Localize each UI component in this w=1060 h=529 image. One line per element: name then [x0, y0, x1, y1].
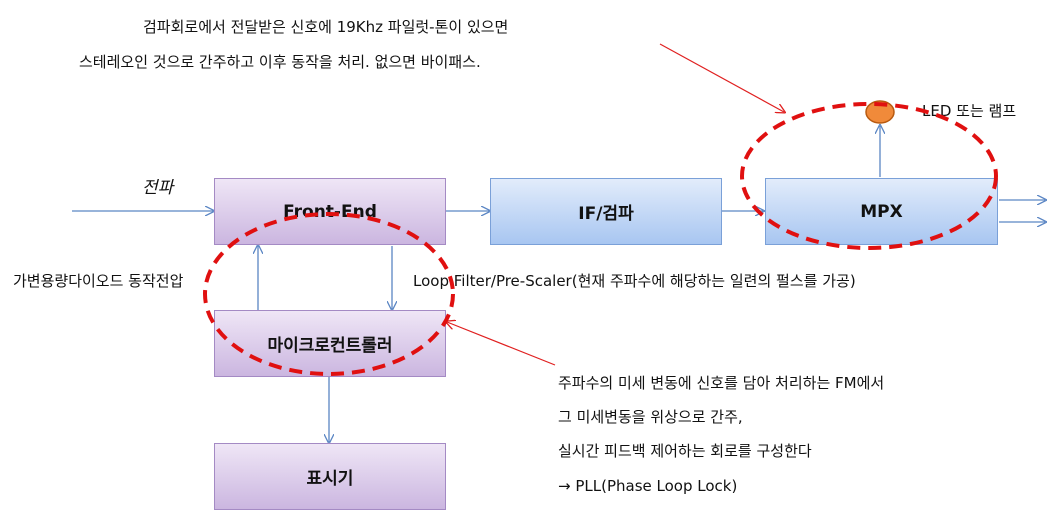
display-block: 표시기 — [214, 443, 446, 510]
pll-note-line4: → PLL(Phase Loop Lock) — [558, 477, 738, 495]
varactor-voltage-label: 가변용량다이오드 동작전압 — [13, 272, 184, 290]
pll-note-line2: 그 미세변동을 위상으로 간주, — [558, 408, 743, 426]
loop-filter-label: Loop Filter/Pre-Scaler(현재 주파수에 해당하는 일련의 … — [413, 272, 856, 290]
if-detector-block: IF/검파 — [490, 178, 722, 245]
front-end-block: Front-End — [214, 178, 446, 245]
stereo-callout-line — [659, 43, 784, 112]
microcontroller-label: 마이크로컨트롤러 — [267, 336, 393, 356]
if-detector-label: IF/검파 — [578, 204, 634, 224]
led-label: LED 또는 램프 — [922, 102, 1017, 120]
pll-note-line1: 주파수의 미세 변동에 신호를 담아 처리하는 FM에서 — [558, 374, 885, 392]
stereo-note-line1: 검파회로에서 전달받은 신호에 19Khz 파일럿-톤이 있으면 — [143, 18, 509, 36]
led-lamp — [865, 100, 895, 124]
stereo-note-line2: 스테레오인 것으로 간주하고 이후 동작을 처리. 없으면 바이패스. — [79, 53, 481, 71]
pll-callout-line — [447, 322, 556, 366]
display-label: 표시기 — [306, 469, 354, 489]
front-end-label: Front-End — [283, 201, 377, 222]
mpx-label: MPX — [860, 201, 903, 222]
pll-note-line3: 실시간 피드백 제어하는 회로를 구성한다 — [558, 442, 812, 460]
mpx-block: MPX — [765, 178, 998, 245]
radio-wave-label: 전파 — [142, 178, 174, 198]
microcontroller-block: 마이크로컨트롤러 — [214, 310, 446, 377]
